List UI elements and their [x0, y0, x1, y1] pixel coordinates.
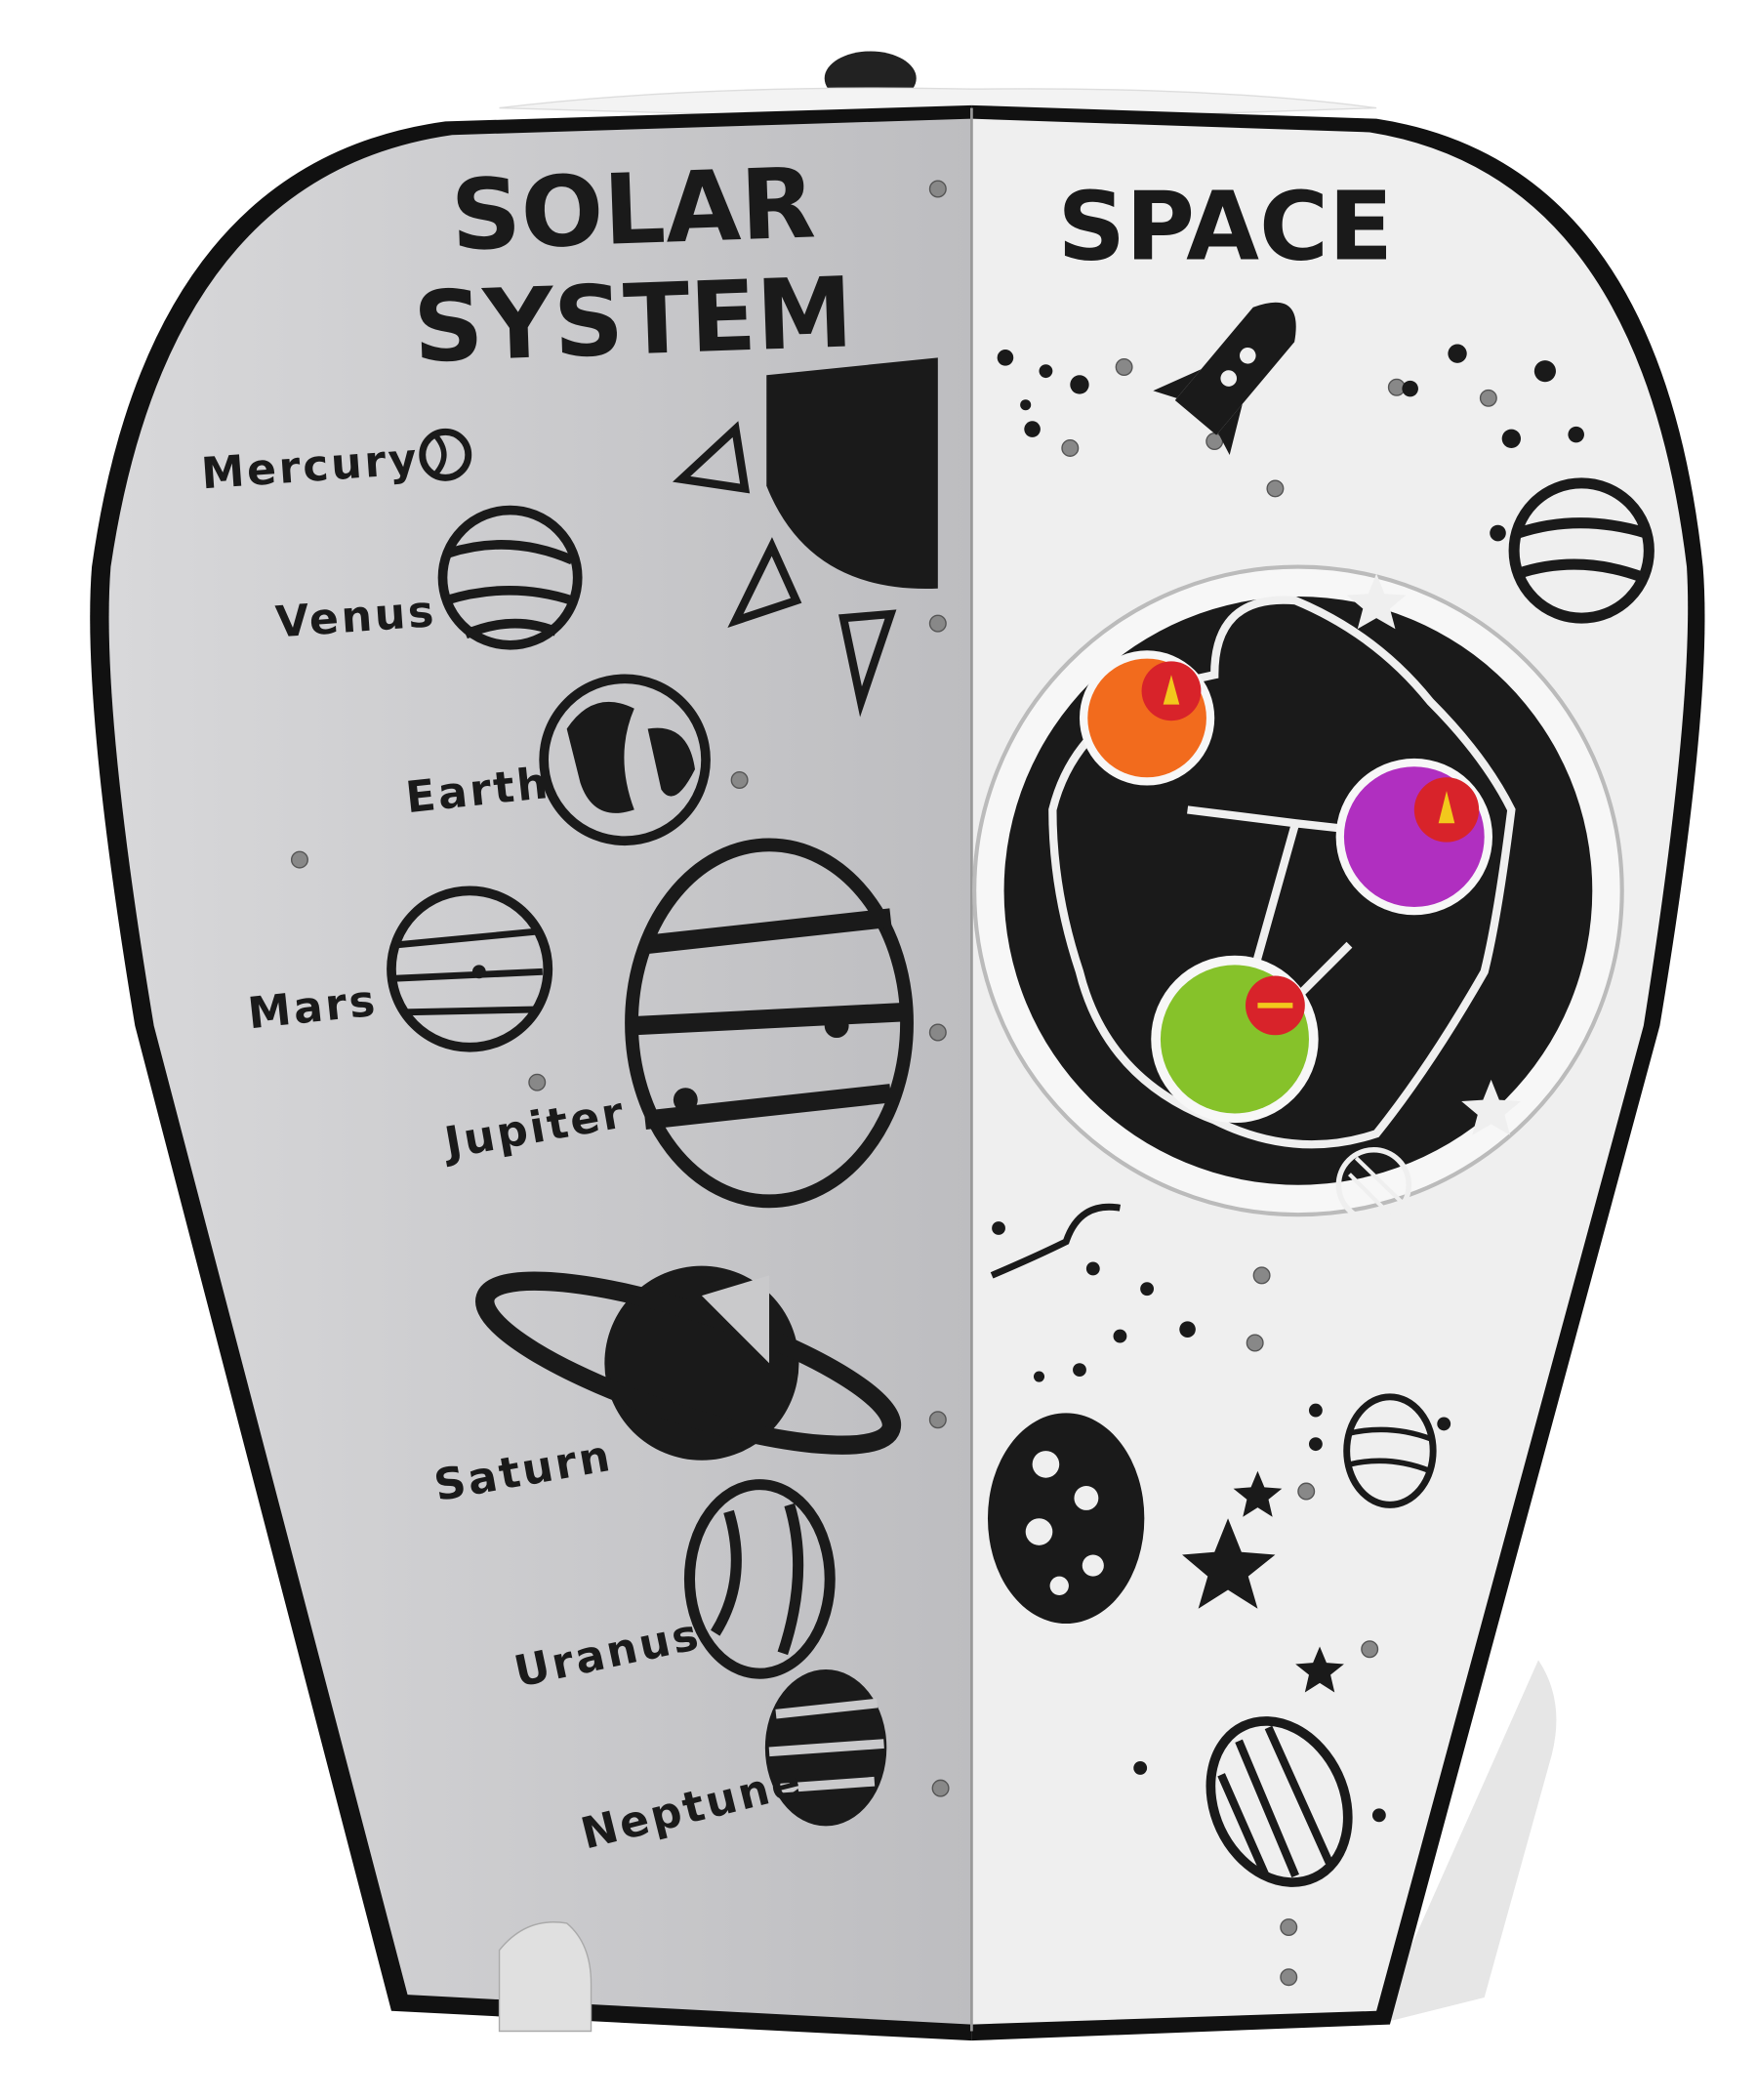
mars-icon: [387, 885, 553, 1052]
venus-icon: [437, 505, 583, 650]
sun-icon: [766, 357, 938, 589]
bottom-bracket: [498, 1921, 592, 2033]
star-dots: [992, 344, 1584, 1823]
sun-ray-icon: [727, 537, 802, 628]
stars-icon: [1182, 1470, 1344, 1693]
maze-star-icon: [1346, 573, 1407, 630]
saturn-icon: [475, 1265, 902, 1461]
mercury-icon: [419, 428, 472, 481]
maze-planet-icon: [1335, 1147, 1412, 1223]
label-venus: Venus: [274, 587, 438, 647]
striped-planet-icon: [1205, 1716, 1353, 1887]
right-planet-icon: [1508, 477, 1655, 624]
earth-icon: [539, 674, 711, 846]
sun-ray-icon: [673, 421, 751, 494]
orange-spinner[interactable]: [1079, 650, 1215, 786]
solar-title-line1: SOLAR: [449, 147, 817, 272]
small-planet-icon: [1343, 1393, 1437, 1508]
floor-shadow: [1376, 1660, 1557, 2025]
rocket-icon: [1153, 302, 1296, 455]
left-panel: [108, 118, 972, 2025]
maze-star-icon: [1461, 1079, 1522, 1135]
purple-spinner[interactable]: [1335, 758, 1492, 916]
comet-trail: [990, 1203, 1122, 1279]
solar-title-line2: SYSTEM: [412, 257, 855, 385]
maze-track: [1048, 596, 1516, 1149]
neptune-icon: [764, 1669, 887, 1827]
sun-ray-icon: [838, 609, 897, 718]
bolts: [290, 180, 1602, 2023]
uranus-icon: [683, 1479, 836, 1679]
space-title: SPACE: [1057, 171, 1393, 281]
moon-icon: [987, 1413, 1145, 1625]
green-spinner[interactable]: [1151, 955, 1319, 1124]
jupiter-icon: [625, 838, 914, 1209]
